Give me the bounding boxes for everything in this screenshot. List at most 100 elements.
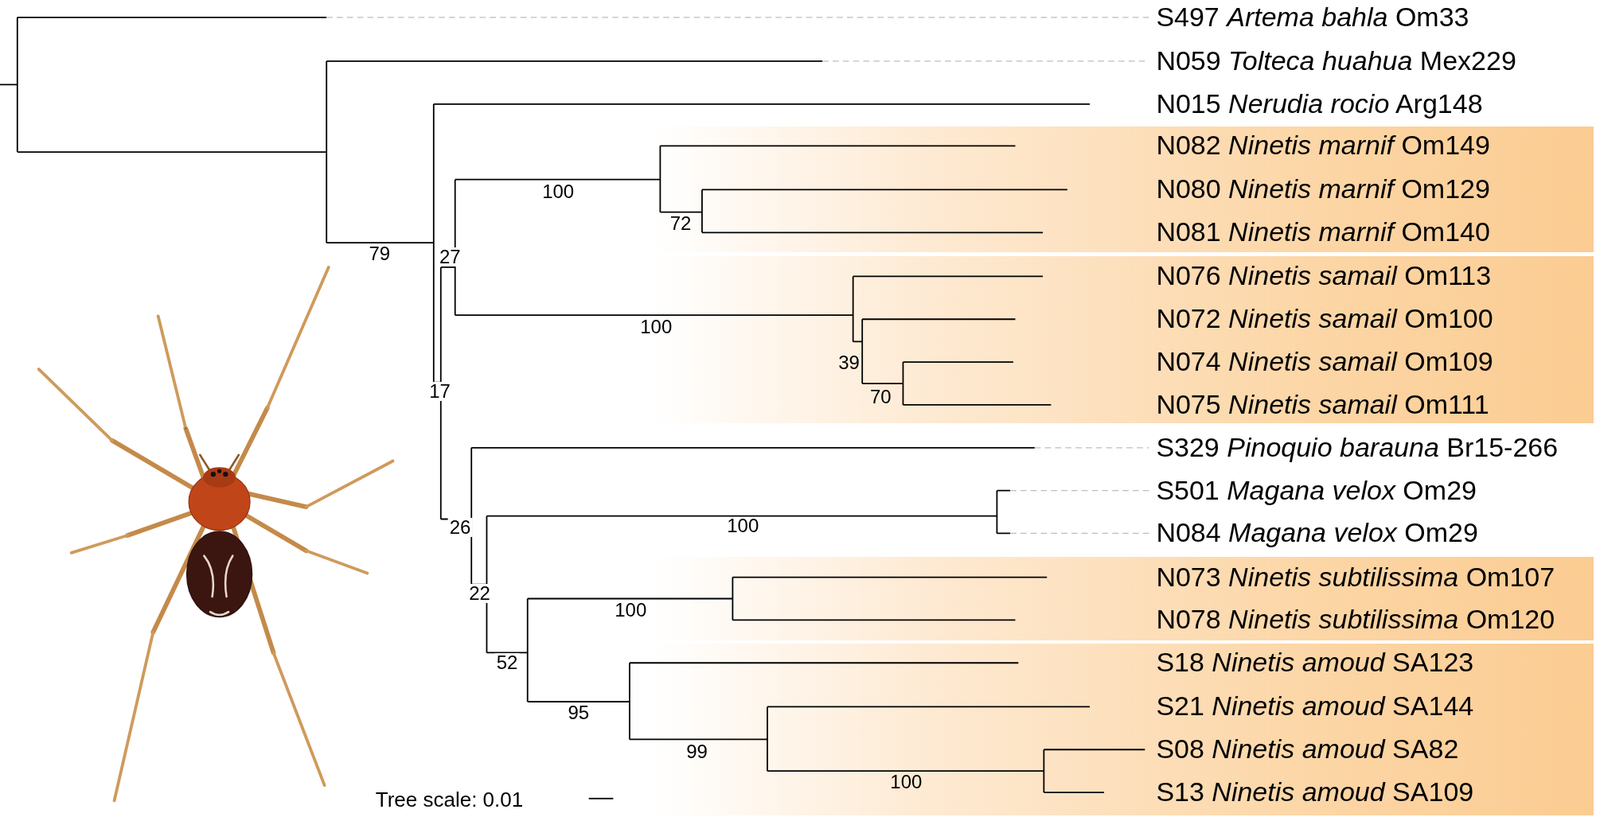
species-name: Magana velox bbox=[1226, 475, 1396, 506]
bootstrap-value: 26 bbox=[448, 518, 473, 538]
tip-label: N059 Tolteca huahua Mex229 bbox=[1155, 46, 1516, 76]
species-name: Ninetis amoud bbox=[1211, 691, 1385, 722]
bootstrap-value: 95 bbox=[567, 703, 590, 723]
tip-label: N082 Ninetis marnif Om149 bbox=[1155, 131, 1491, 161]
tip-label: N074 Ninetis samail Om109 bbox=[1155, 347, 1493, 377]
clade-band: N082 Ninetis marnif Om149N080 Ninetis ma… bbox=[652, 126, 1594, 253]
specimen-code: S13 bbox=[1155, 776, 1212, 808]
locality-code: SA144 bbox=[1385, 691, 1475, 722]
bootstrap-value: 99 bbox=[686, 742, 708, 762]
bootstrap-value: 100 bbox=[542, 182, 574, 202]
specimen-code: N015 bbox=[1155, 88, 1229, 119]
tip-label: S18 Ninetis amoud SA123 bbox=[1155, 648, 1474, 679]
locality-code: Om140 bbox=[1393, 217, 1491, 248]
tip-label: S13 Ninetis amoud SA109 bbox=[1155, 777, 1474, 808]
locality-code: Br15-266 bbox=[1439, 432, 1558, 463]
locality-code: SA123 bbox=[1385, 647, 1475, 679]
bootstrap-value: 39 bbox=[838, 353, 860, 373]
species-name: Tolteca huahua bbox=[1228, 45, 1413, 76]
locality-code: Om149 bbox=[1393, 130, 1491, 161]
specimen-code: N082 bbox=[1155, 130, 1229, 161]
species-name: Ninetis amoud bbox=[1211, 776, 1385, 808]
species-name: Ninetis marnif bbox=[1228, 174, 1394, 205]
specimen-code: N072 bbox=[1155, 304, 1229, 335]
specimen-code: N059 bbox=[1155, 45, 1229, 76]
locality-code: Om33 bbox=[1387, 1, 1469, 32]
clade-band: S18 Ninetis amoud SA123S21 Ninetis amoud… bbox=[652, 643, 1594, 817]
specimen-code: N076 bbox=[1155, 261, 1229, 292]
species-name: Ninetis samail bbox=[1228, 346, 1398, 377]
specimen-code: N075 bbox=[1155, 389, 1229, 420]
species-name: Ninetis samail bbox=[1228, 389, 1398, 420]
specimen-code: S21 bbox=[1155, 691, 1212, 722]
species-name: Ninetis amoud bbox=[1211, 647, 1385, 679]
bootstrap-value: 100 bbox=[889, 772, 922, 793]
bootstrap-value: 22 bbox=[467, 584, 492, 604]
tip-label: S497 Artema bahla Om33 bbox=[1155, 2, 1469, 32]
tip-label: N075 Ninetis samail Om111 bbox=[1155, 390, 1489, 420]
clade-band: N073 Ninetis subtilissima Om107N078 Nine… bbox=[652, 557, 1594, 641]
locality-code: Om113 bbox=[1397, 261, 1491, 292]
tip-label: S08 Ninetis amoud SA82 bbox=[1155, 734, 1459, 765]
scale-label: Tree scale: 0.01 bbox=[375, 788, 523, 812]
species-name: Pinoquio barauna bbox=[1226, 432, 1440, 463]
tip-label: S329 Pinoquio barauna Br15-266 bbox=[1155, 433, 1558, 463]
species-name: Magana velox bbox=[1228, 518, 1398, 549]
locality-code: Om29 bbox=[1395, 475, 1477, 506]
locality-code: SA82 bbox=[1385, 733, 1460, 765]
bootstrap-value: 52 bbox=[495, 653, 520, 673]
locality-code: Om111 bbox=[1397, 389, 1490, 420]
specimen-code: N081 bbox=[1155, 217, 1229, 248]
species-name: Artema bahla bbox=[1226, 1, 1388, 32]
species-name: Nerudia rocio bbox=[1228, 88, 1390, 119]
locality-code: Arg148 bbox=[1389, 88, 1483, 119]
locality-code: Om129 bbox=[1393, 174, 1491, 205]
species-name: Ninetis amoud bbox=[1211, 733, 1385, 765]
tip-label: N076 Ninetis samail Om113 bbox=[1155, 261, 1491, 292]
specimen-code: N074 bbox=[1155, 346, 1229, 377]
specimen-code: S08 bbox=[1155, 733, 1212, 765]
bootstrap-value: 79 bbox=[369, 244, 391, 264]
species-name: Ninetis samail bbox=[1228, 261, 1398, 292]
bootstrap-value: 100 bbox=[640, 317, 672, 337]
locality-code: Om107 bbox=[1458, 561, 1555, 593]
clade-band: N076 Ninetis samail Om113N072 Ninetis sa… bbox=[652, 256, 1594, 424]
bootstrap-value: 100 bbox=[726, 516, 759, 536]
bootstrap-value: 17 bbox=[427, 382, 453, 402]
tip-label: N084 Magana velox Om29 bbox=[1155, 519, 1478, 549]
species-name: Ninetis subtilissima bbox=[1228, 604, 1459, 636]
specimen-code: N084 bbox=[1155, 518, 1229, 549]
specimen-code: S497 bbox=[1155, 1, 1227, 32]
specimen-code: N078 bbox=[1155, 604, 1229, 636]
locality-code: Om120 bbox=[1458, 604, 1555, 636]
tip-label: N073 Ninetis subtilissima Om107 bbox=[1155, 562, 1555, 593]
bootstrap-value: 72 bbox=[670, 214, 692, 234]
tip-label: N072 Ninetis samail Om100 bbox=[1155, 304, 1493, 335]
species-name: Ninetis marnif bbox=[1228, 130, 1394, 161]
tip-label: N080 Ninetis marnif Om129 bbox=[1155, 175, 1491, 205]
tip-label: N015 Nerudia rocio Arg148 bbox=[1155, 89, 1483, 119]
locality-code: Mex229 bbox=[1412, 45, 1516, 76]
specimen-code: N080 bbox=[1155, 174, 1229, 205]
tip-label: N081 Ninetis marnif Om140 bbox=[1155, 218, 1491, 248]
tip-label: N078 Ninetis subtilissima Om120 bbox=[1155, 605, 1555, 636]
tip-label: S21 Ninetis amoud SA144 bbox=[1155, 692, 1474, 722]
bootstrap-value: 27 bbox=[437, 247, 463, 267]
locality-code: Om29 bbox=[1397, 518, 1479, 549]
scale-bar bbox=[589, 798, 614, 800]
specimen-code: S501 bbox=[1155, 475, 1227, 506]
species-name: Ninetis marnif bbox=[1228, 217, 1394, 248]
tip-label: S501 Magana velox Om29 bbox=[1155, 476, 1477, 506]
bootstrap-value: 100 bbox=[614, 600, 647, 621]
locality-code: SA109 bbox=[1385, 776, 1475, 808]
species-name: Ninetis subtilissima bbox=[1228, 561, 1459, 593]
species-name: Ninetis samail bbox=[1228, 304, 1398, 335]
bootstrap-value: 70 bbox=[870, 387, 892, 407]
specimen-code: S329 bbox=[1155, 432, 1227, 463]
spider-illustration bbox=[39, 267, 394, 801]
specimen-code: S18 bbox=[1155, 647, 1212, 679]
locality-code: Om100 bbox=[1397, 304, 1494, 335]
specimen-code: N073 bbox=[1155, 561, 1229, 593]
locality-code: Om109 bbox=[1397, 346, 1494, 377]
